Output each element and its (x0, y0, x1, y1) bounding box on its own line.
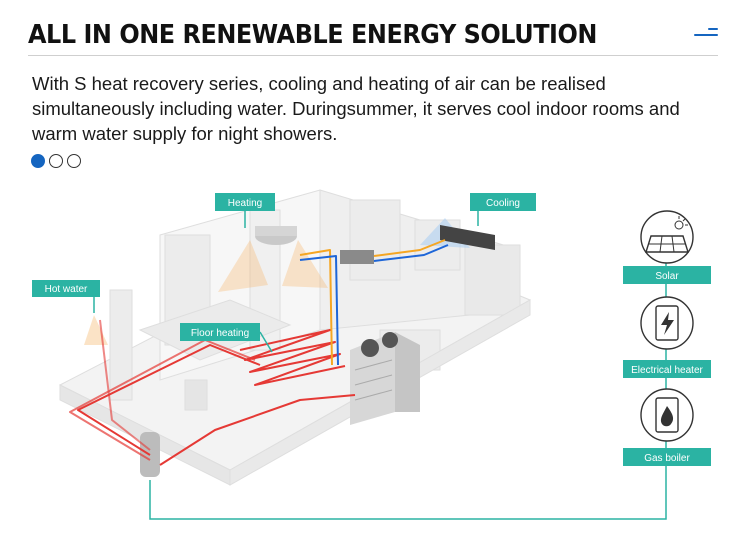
carousel-indicator (31, 154, 81, 168)
source-gas-boiler: Gas boiler (623, 448, 711, 466)
label-floor-heating: Floor heating (180, 323, 273, 353)
carousel-dot-3[interactable] (67, 154, 81, 168)
source-electrical-heater: Electrical heater (623, 360, 711, 378)
svg-text:Gas boiler: Gas boiler (644, 453, 690, 464)
cooling-duct-unit (440, 225, 495, 250)
distribution-box (340, 250, 374, 264)
label-cooling: Cooling (470, 193, 536, 226)
carousel-dot-2[interactable] (49, 154, 63, 168)
label-heating: Heating (215, 193, 275, 228)
svg-text:Floor heating: Floor heating (191, 328, 249, 339)
menu-icon[interactable] (694, 28, 718, 42)
svg-text:Electrical heater: Electrical heater (631, 365, 703, 376)
page-title: ALL IN ONE RENEWABLE ENERGY SOLUTION (28, 20, 597, 50)
outdoor-unit (350, 332, 420, 425)
water-pipes (69, 239, 449, 466)
gas-boiler-icon (640, 388, 694, 442)
svg-text:Heating: Heating (228, 198, 262, 209)
label-hot-water: Hot water (32, 280, 100, 313)
svg-text:Hot water: Hot water (45, 284, 88, 295)
svg-text:Solar: Solar (655, 271, 679, 282)
solar-panel-icon (640, 210, 694, 264)
carousel-dot-1[interactable] (31, 154, 45, 168)
electrical-heater-icon (640, 296, 694, 350)
title-divider (28, 55, 718, 56)
source-solar: Solar (623, 266, 711, 284)
svg-text:Cooling: Cooling (486, 198, 520, 209)
description-text: With S heat recovery series, cooling and… (32, 73, 680, 144)
